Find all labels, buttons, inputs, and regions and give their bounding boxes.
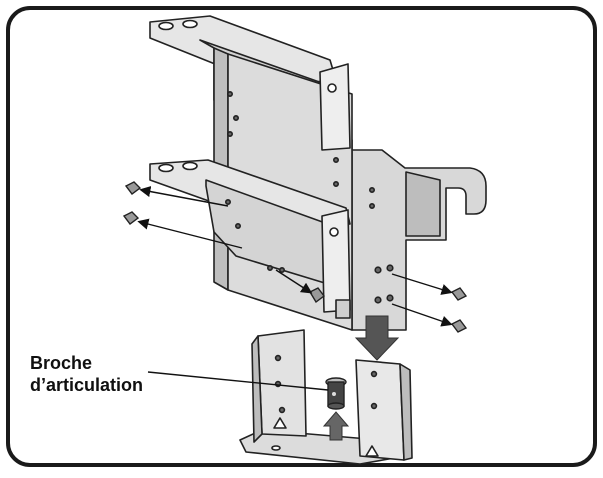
callout-leader-line (147, 371, 329, 391)
pivot-pin (325, 377, 347, 410)
pivot-pin-label: Broche d’articulation (30, 352, 143, 396)
lock-nut (309, 287, 325, 304)
pivot-pin-label-line2: d’articulation (30, 375, 144, 395)
up-arrow-icon (322, 411, 350, 441)
left-bolt-arrow-top (139, 186, 229, 207)
down-arrow-icon (354, 315, 400, 361)
pivot-base-mount (239, 329, 413, 465)
right-bolt-arrow-top (391, 273, 453, 295)
lower-bracket (149, 159, 351, 319)
left-bolt-arrow-bottom (137, 218, 243, 249)
nut-arrow (275, 269, 313, 294)
pivot-pin-label-line1: Broche (30, 353, 93, 373)
right-bolts (450, 287, 468, 333)
rear-mounting-plate (351, 139, 487, 331)
right-bolt-arrow-bottom (391, 303, 453, 327)
